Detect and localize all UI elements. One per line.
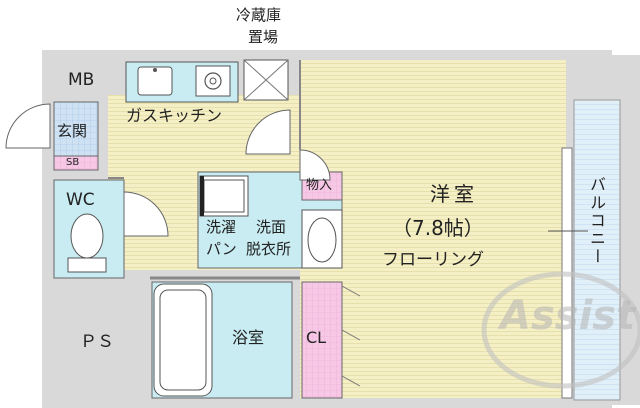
wc-label: WC bbox=[66, 190, 95, 210]
washroom-label: 洗面 bbox=[256, 218, 287, 236]
washer-label: 洗濯 bbox=[206, 218, 237, 236]
hall-door-swing bbox=[245, 109, 291, 155]
entrance-label: 玄関 bbox=[57, 122, 88, 140]
watermark-swoosh bbox=[481, 271, 640, 389]
closet-label: CL bbox=[306, 328, 327, 347]
room-label: 洋室 bbox=[430, 182, 478, 206]
balcony bbox=[573, 99, 621, 401]
entrance-floor bbox=[53, 101, 99, 157]
entrance-door-swing bbox=[5, 103, 51, 149]
burner bbox=[204, 72, 222, 90]
wc-door-swing bbox=[123, 191, 169, 237]
room-size-label: （7.8帖） bbox=[392, 216, 484, 240]
flooring-label: フローリング bbox=[382, 250, 484, 270]
storage-label: 物入 bbox=[306, 178, 333, 193]
watermark-text: Assist bbox=[500, 293, 636, 339]
ps-label: ＰＳ bbox=[80, 332, 114, 352]
sb-label: SB bbox=[66, 157, 80, 168]
ps-shaft bbox=[42, 282, 150, 402]
shoe-box bbox=[53, 155, 99, 171]
washer-pan-label: パン bbox=[206, 240, 237, 258]
sink bbox=[137, 66, 173, 96]
stove bbox=[195, 65, 231, 97]
room-door-swing bbox=[299, 149, 331, 181]
fridge-place-label: 置場 bbox=[248, 28, 279, 46]
toilet-bowl bbox=[70, 213, 104, 259]
kitchen-label: ガスキッチン bbox=[126, 106, 223, 125]
closet bbox=[301, 281, 343, 399]
toilet-tank bbox=[67, 257, 107, 273]
washer-pan bbox=[199, 175, 249, 217]
mb-area bbox=[42, 55, 124, 95]
room-floor bbox=[300, 60, 566, 398]
fridge-label: 冷蔵庫 bbox=[236, 6, 282, 24]
dressing-room-label: 脱衣所 bbox=[246, 240, 292, 258]
bath-label: 浴室 bbox=[232, 328, 265, 347]
balcony-label: バルコニー bbox=[587, 176, 606, 266]
mb-label: MB bbox=[68, 70, 95, 90]
faucet bbox=[153, 68, 157, 72]
bathtub bbox=[153, 283, 213, 397]
